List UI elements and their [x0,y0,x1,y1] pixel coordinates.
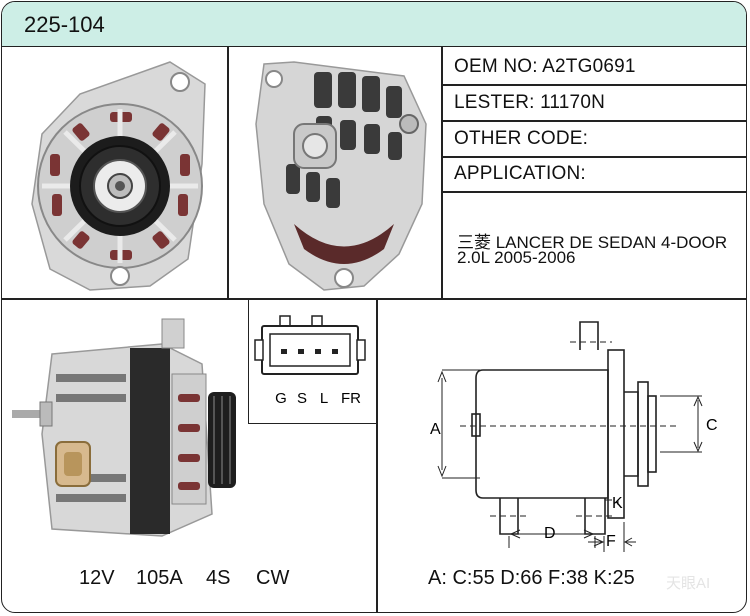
application-line-1: 三菱 LANCER DE SEDAN 4-DOOR [457,233,728,252]
dim-label-c: C [706,417,718,434]
dim-label-f: F [606,533,616,550]
alternator-rear-photo [255,61,427,291]
alternator-front-photo [31,61,206,291]
spec-pulley: 4S [206,567,231,589]
pin-label-l: L [320,390,328,407]
divider [376,298,378,612]
spec-voltage: 12V [79,567,115,589]
pin-label-g: G [275,390,287,407]
divider [227,46,229,298]
dim-label-a: A [430,421,441,438]
dimension-summary: A: C:55 D:66 F:38 K:25 [428,567,635,589]
pin-label-s: S [297,390,307,407]
connector-box [248,298,376,424]
application-label: APPLICATION: [454,163,586,184]
divider [441,156,746,158]
divider [441,46,443,298]
application-line-2: 2.0L 2005-2006 [457,248,576,267]
alternator-side-photo [12,318,236,537]
dimension-drawing: A C D F K [430,321,718,552]
header-bar: 225-104 [2,2,746,47]
spec-rotation: CW [256,567,290,589]
other-code: OTHER CODE: [454,128,589,149]
divider [441,191,746,193]
lester-number: LESTER: 11170N [454,92,606,113]
connector-diagram: G S L FR [254,315,366,407]
part-number-title: 225-104 [24,12,105,37]
spec-amperage: 105A [136,567,183,589]
oem-number: OEM NO: A2TG0691 [454,56,636,77]
dim-label-k: K [612,495,623,512]
divider [441,84,746,86]
dim-label-d: D [544,525,556,542]
divider [2,298,746,300]
divider [441,120,746,122]
pin-label-fr: FR [341,390,361,407]
watermark: 天眼AI [666,575,711,592]
